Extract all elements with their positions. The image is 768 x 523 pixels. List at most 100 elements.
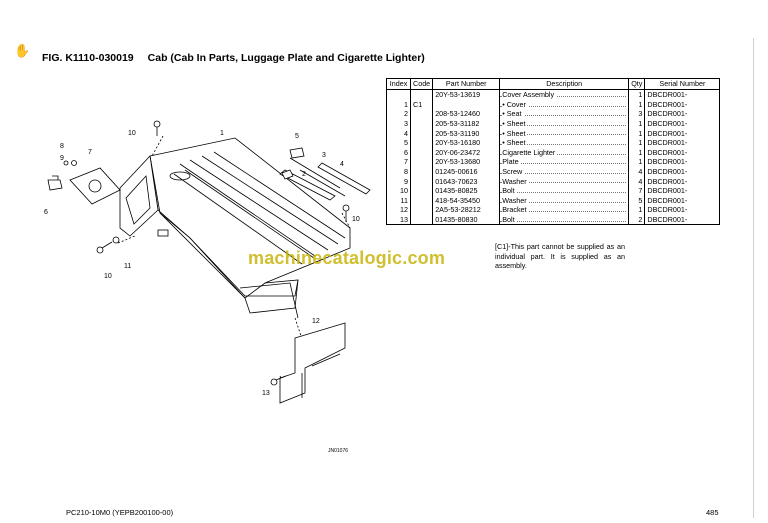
- leader-dots: [500, 201, 627, 203]
- cell-part: 2A5-53-28212: [432, 205, 501, 215]
- footer-model: PC210-10M0 (YEPB200100-00): [66, 508, 174, 517]
- cell-code: [410, 157, 434, 167]
- col-qty-header: Qty: [628, 78, 646, 90]
- cell-part: 20Y-53-13680: [432, 157, 501, 167]
- leader-dots: [500, 163, 627, 165]
- watermark-text: machinecatalogic.com: [248, 248, 446, 268]
- col-description-header: Description: [499, 78, 630, 90]
- leader-dots: [500, 182, 627, 184]
- description-text: Screw: [502, 166, 525, 176]
- cell-part: 20Y-53-13619: [432, 89, 501, 100]
- cell-index: 5: [386, 137, 411, 148]
- parts-table: Index Code Part Number Description Qty S…: [386, 78, 721, 226]
- cell-serial: DBCDR001-: [644, 214, 721, 226]
- callout-5: 5: [295, 133, 299, 140]
- leader-dots: [500, 172, 627, 174]
- callout-1: 1: [220, 130, 224, 137]
- col-part-number-header: Part Number: [432, 78, 501, 90]
- leader-dots: [500, 143, 627, 145]
- cell-serial: DBCDR001-: [644, 185, 721, 196]
- col-code-header: Code: [409, 78, 434, 90]
- cell-part: 205-53-31182: [432, 118, 501, 129]
- cell-part: 208-53-12460: [432, 109, 501, 119]
- cell-serial: DBCDR001-: [644, 137, 721, 148]
- description-text: • Sheet: [502, 128, 528, 138]
- page-edge-divider: [753, 38, 754, 518]
- description-text: Cover Assembly: [502, 90, 557, 100]
- cell-qty: 4: [628, 166, 646, 177]
- cell-desc: Bolt: [499, 214, 630, 226]
- cell-qty: 1: [628, 205, 646, 215]
- pan-hand-icon[interactable]: ✋: [14, 43, 31, 58]
- callout-7: 7: [88, 149, 92, 156]
- cell-part: [432, 99, 501, 110]
- cell-part: 01643-70623: [432, 176, 501, 186]
- cell-qty: 3: [628, 109, 646, 119]
- assembly-note: [C1]-This part cannot be supplied as an …: [495, 242, 625, 271]
- cell-index: 11: [386, 195, 411, 206]
- cell-desc: Cover Assembly: [499, 89, 630, 100]
- cell-qty: 1: [628, 137, 646, 148]
- callout-12: 12: [312, 318, 320, 325]
- leader-dots: [500, 211, 627, 213]
- cell-code: [410, 176, 434, 186]
- cell-qty: 1: [628, 157, 646, 167]
- cell-part: 418-54-35450: [432, 195, 501, 206]
- cell-code: [410, 147, 434, 158]
- drawing-code: JN01076: [328, 448, 348, 454]
- cell-index: 6: [386, 147, 411, 158]
- description-text: • Cover: [502, 99, 528, 109]
- description-text: • Sheet: [502, 118, 528, 128]
- cell-code: [410, 109, 434, 119]
- cell-part: 01245-00616: [432, 166, 501, 177]
- cell-code: [410, 166, 434, 177]
- leader-dots: [500, 191, 627, 193]
- callout-10-left: 10: [104, 273, 112, 280]
- cell-serial: DBCDR001-: [644, 147, 721, 158]
- callout-6: 6: [44, 209, 48, 216]
- cell-desc: • Sheet: [499, 118, 630, 129]
- col-serial-header: Serial Number: [644, 78, 721, 90]
- leader-dots: [500, 115, 627, 117]
- cell-code: [410, 128, 434, 138]
- cell-index: 3: [386, 118, 411, 129]
- cell-index: [386, 89, 411, 100]
- description-text: Bracket: [502, 205, 529, 215]
- cell-index: 10: [386, 185, 411, 196]
- callout-13: 13: [262, 390, 270, 397]
- cell-serial: DBCDR001-: [644, 205, 721, 215]
- cell-serial: DBCDR001-: [644, 195, 721, 206]
- table-header-row: Index Code Part Number Description Qty S…: [386, 78, 721, 90]
- cell-part: 20Y-53-16180: [432, 137, 501, 148]
- description-text: • Seat: [502, 109, 524, 119]
- cell-code: [410, 137, 434, 148]
- description-text: Bolt: [502, 214, 517, 224]
- cell-desc: Plate: [499, 157, 630, 167]
- cell-index: 12: [386, 205, 411, 215]
- cell-index: 13: [386, 214, 411, 226]
- description-text: Washer: [502, 176, 529, 186]
- cell-part: 205-53-31190: [432, 128, 501, 138]
- leader-dots: [500, 96, 627, 97]
- cell-qty: 1: [628, 118, 646, 129]
- leader-dots: [500, 153, 627, 155]
- cell-desc: Washer: [499, 176, 630, 186]
- cell-serial: DBCDR001-: [644, 109, 721, 119]
- cell-part: 01435-80825: [432, 185, 501, 196]
- description-text: Cigarette Lighter: [502, 147, 558, 157]
- cell-serial: DBCDR001-: [644, 89, 721, 100]
- cell-code: [410, 214, 434, 226]
- cell-desc: Screw: [499, 166, 630, 177]
- footer-page-number: 485: [706, 508, 719, 517]
- callout-11: 11: [124, 263, 131, 270]
